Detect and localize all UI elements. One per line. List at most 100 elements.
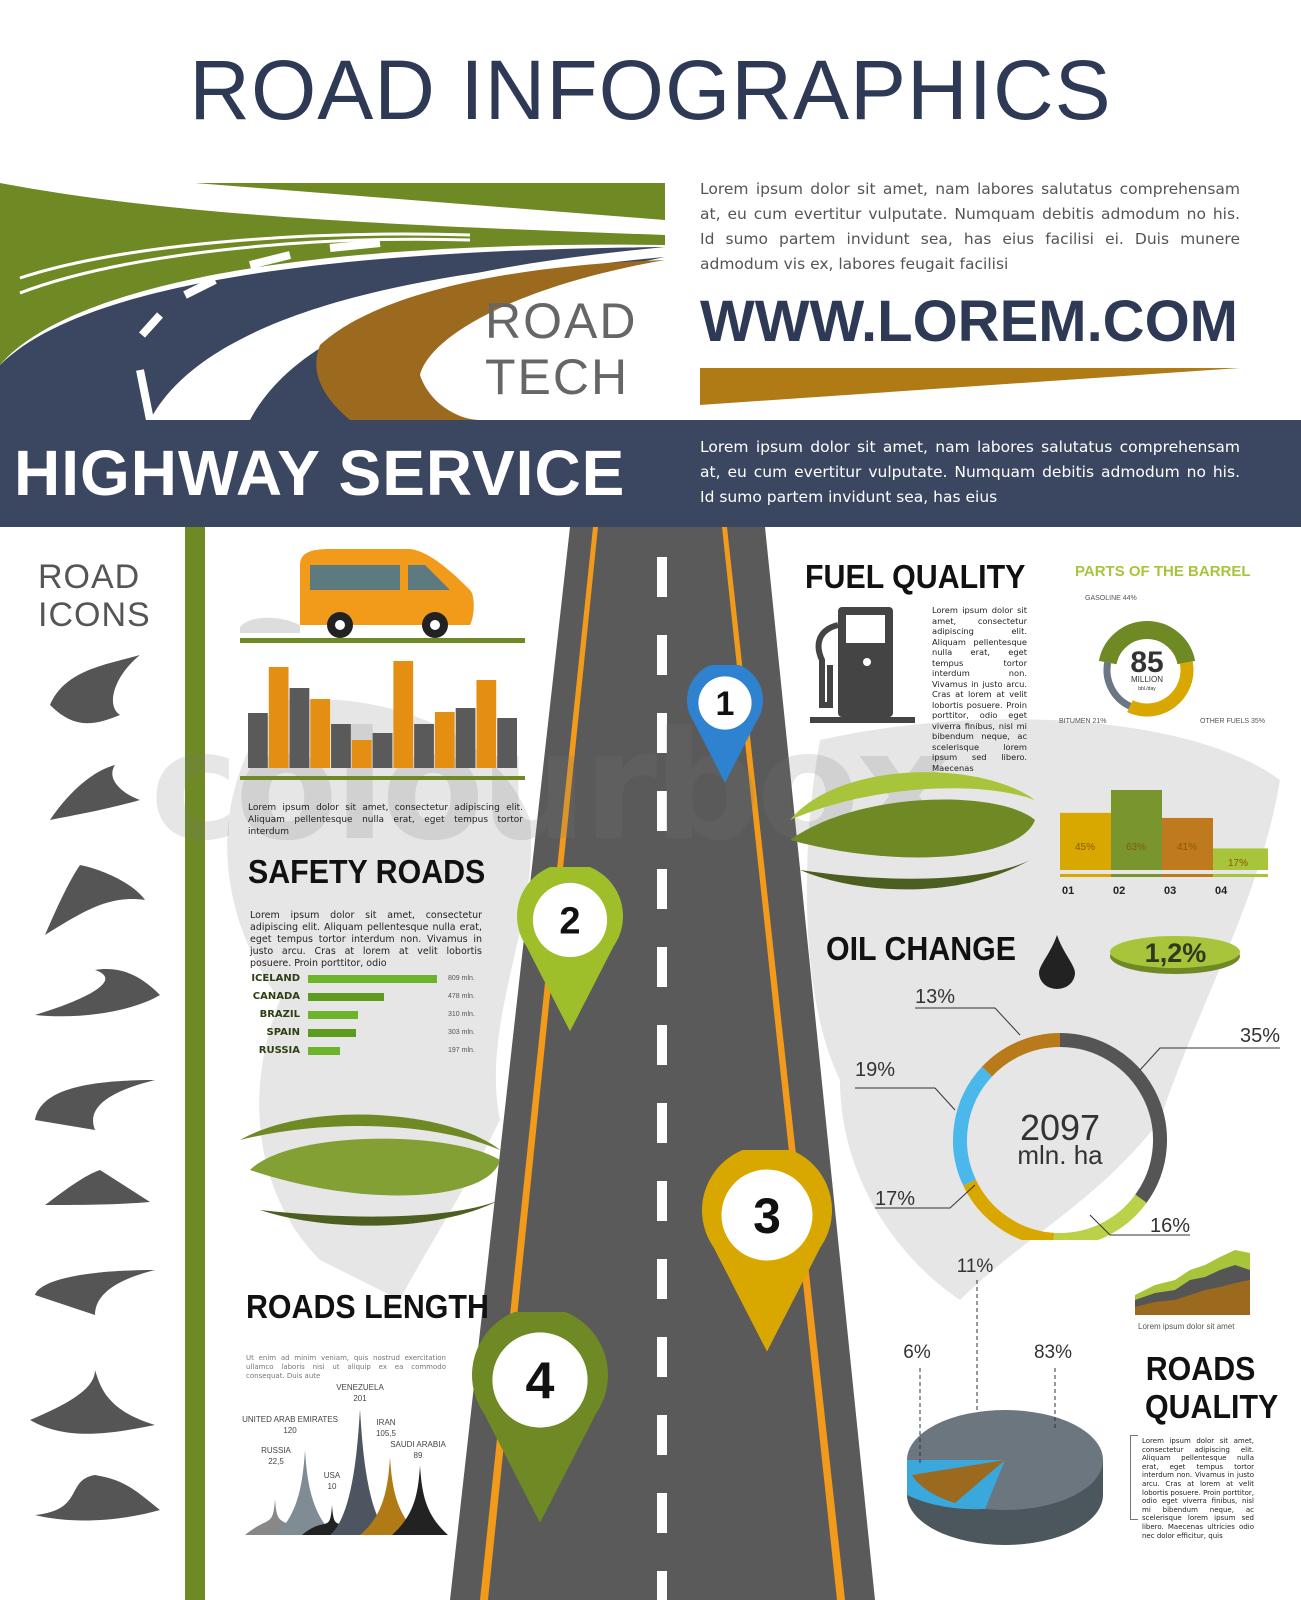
- quality-bracket: [1130, 1435, 1138, 1520]
- safety-bar: [308, 975, 438, 983]
- fuel-bar-underline: [1060, 874, 1111, 877]
- barrel-slice: [1103, 661, 1132, 710]
- fuel-bar-value: 63%: [1126, 842, 1146, 853]
- length-label: UNITED ARAB EMIRATES: [242, 1415, 338, 1424]
- length-value: 22,5: [268, 1457, 284, 1466]
- road-tech-line: TECH: [485, 349, 630, 405]
- green-divider: [185, 527, 205, 1600]
- vehicle-bar: [268, 667, 289, 768]
- vehicle-bar: [331, 724, 351, 768]
- location-pin-3[interactable]: 3: [702, 1150, 832, 1358]
- vehicle-bar: [248, 713, 268, 768]
- pin-number: 4: [526, 1353, 555, 1411]
- highway-service-band: [0, 420, 1301, 527]
- fuel-bar: [1162, 817, 1213, 870]
- oil-leader-line: [875, 1184, 976, 1209]
- road-tech-line: ROAD: [485, 293, 638, 349]
- road-icon-curve: [50, 655, 140, 724]
- oil-leader-line: [1139, 1047, 1280, 1071]
- safety-bar-value: 303 mln.: [448, 1029, 475, 1036]
- pie-label: 11%: [957, 1256, 994, 1277]
- vehicle-caption: Lorem ipsum dolor sit amet, consectetur …: [248, 803, 523, 837]
- oil-slice: [963, 1179, 1055, 1240]
- roads-quality-text: Lorem ipsum dolor sit amet, consectetur …: [1142, 1437, 1254, 1540]
- fuel-quality-text: Lorem ipsum dolor sit amet, consectetur …: [932, 605, 1027, 773]
- swoosh-graphic-right: [790, 772, 1035, 890]
- safety-roads-text: Lorem ipsum dolor sit amet, consectetur …: [250, 910, 482, 969]
- oil-slice-label: 13%: [915, 986, 955, 1008]
- oil-leader-line: [855, 1087, 956, 1111]
- roads-length-text: Ut enim ad minim veniam, quis nostrud ex…: [246, 1354, 446, 1380]
- barrel-label: BITUMEN 21%: [1059, 718, 1106, 725]
- safety-bar: [308, 1047, 340, 1055]
- fuel-quality-title: FUEL QUALITY: [805, 558, 1026, 595]
- barrel-slice: [1098, 621, 1196, 665]
- fuel-bar-category: 03: [1164, 885, 1176, 897]
- road-icon-hill: [50, 765, 140, 820]
- fuel-pump-icon: [810, 607, 915, 723]
- safety-bar-label: CANADA: [252, 991, 300, 1002]
- barrel-slice: [1127, 661, 1194, 717]
- pin-number: 1: [716, 685, 735, 723]
- safety-bar: [308, 1011, 358, 1019]
- barrel-label: OTHER FUELS 35%: [1200, 718, 1265, 725]
- fuel-bar-value: 45%: [1075, 842, 1095, 853]
- vehicle-bar: [414, 724, 434, 768]
- oil-center-value: 2097: [1020, 1107, 1100, 1148]
- roads-quality-line: ROADS: [1145, 1350, 1256, 1387]
- oil-leader-line: [915, 1007, 1021, 1036]
- website-link[interactable]: WWW.LOREM.COM: [700, 289, 1239, 354]
- safety-bar-value: 197 mln.: [448, 1047, 475, 1054]
- length-label: SAUDI ARABIA: [390, 1440, 446, 1449]
- road-icons-line: ROAD: [38, 558, 141, 596]
- safety-bar-value: 310 mln.: [448, 1011, 475, 1018]
- barrel-center-sub: bbl./day: [1138, 686, 1156, 692]
- road-icon-mountain: [30, 1370, 155, 1434]
- location-pin-4[interactable]: 4: [472, 1312, 608, 1530]
- vehicle-bar: [434, 712, 455, 768]
- vehicle-bar: [455, 708, 476, 768]
- road-icons-line: ICONS: [38, 596, 151, 634]
- pin-number: 3: [753, 1188, 781, 1244]
- area-caption: Lorem ipsum dolor sit amet: [1138, 1322, 1235, 1331]
- barrel-label: GASOLINE 44%: [1085, 595, 1137, 602]
- barrel-title: PARTS OF THE BARREL: [1075, 563, 1251, 580]
- location-pin-2[interactable]: 2: [517, 867, 623, 1037]
- pie-label: 83%: [1034, 1342, 1072, 1363]
- barrel-center-value: 85: [1130, 646, 1163, 679]
- vehicle-bar: [497, 718, 517, 768]
- safety-bar-label: RUSSIA: [258, 1045, 300, 1056]
- quality-pie-chart: 11%6%83%: [903, 1256, 1103, 1545]
- length-label: VENEZUELA: [336, 1383, 384, 1392]
- oil-slice: [1059, 1033, 1167, 1203]
- pie-slice-6: [912, 1460, 1005, 1503]
- fuel-bar-underline: [1162, 874, 1213, 877]
- oil-leader-line: [1089, 1214, 1190, 1236]
- oil-badge: [1110, 936, 1240, 974]
- length-label: RUSSIA: [261, 1446, 291, 1455]
- road-icons-column: [30, 655, 160, 1521]
- barrel-center-unit: MILLION: [1131, 675, 1163, 684]
- vehicle-bar: [310, 699, 331, 768]
- oil-drop-icon: [1039, 935, 1075, 989]
- fuel-bar-value: 41%: [1177, 842, 1197, 853]
- vehicle-chart-baseline: [240, 776, 525, 780]
- road-icon-turn: [45, 865, 145, 935]
- length-peak: [275, 1450, 335, 1535]
- safety-bar-value: 478 mln.: [448, 993, 475, 1000]
- length-value: 105,5: [376, 1429, 397, 1438]
- oil-change-title: OIL CHANGE: [826, 930, 1017, 967]
- vehicle-bar: [393, 661, 414, 768]
- location-pin-1[interactable]: 1: [687, 665, 763, 787]
- length-label: USA: [324, 1471, 341, 1480]
- oil-badge-value: 1,2%: [1144, 938, 1207, 968]
- pin-number: 2: [559, 901, 580, 943]
- fuel-bar-category: 04: [1215, 885, 1228, 897]
- safety-bar-label: BRAZIL: [259, 1009, 300, 1020]
